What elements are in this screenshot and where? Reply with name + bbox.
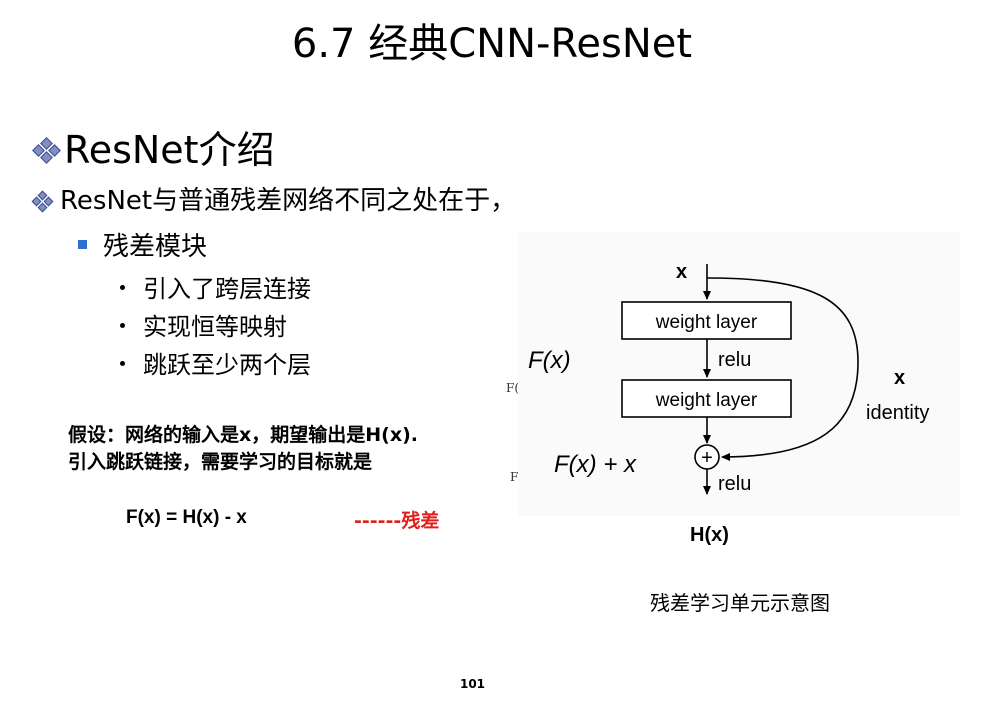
diamond-bullet-icon: [30, 136, 62, 164]
bullet-text: 引入了跨层连接: [143, 275, 311, 303]
bullet-item: 引入了跨层连接: [120, 273, 311, 305]
weight-layer-1-label: weight layer: [655, 312, 758, 333]
residual-block-diagram: x weight layer relu weight layer F(x) + …: [518, 232, 960, 516]
block-label-text: 残差模块: [103, 232, 208, 262]
stray-label: F(: [506, 381, 520, 395]
assumption-line-1: 假设：网络的输入是x，期望输出是H(x).: [68, 424, 418, 446]
stray-label: F: [510, 470, 519, 484]
subheading: ResNet与普通残差网络不同之处在于，: [30, 184, 516, 218]
heading-text: ResNet介绍: [64, 128, 275, 172]
fx-plus-x-label: F(x) + x: [554, 451, 637, 478]
relu-out-label: relu: [718, 473, 751, 495]
fx-label: F(x): [528, 347, 571, 374]
heading-resnet-intro: ResNet介绍: [30, 126, 275, 174]
bullet-text: 跳跃至少两个层: [143, 351, 311, 379]
assumption-line-2: 引入跳跃链接，需要学习的目标就是: [68, 451, 373, 473]
slide-title: 6.7 经典CNN-ResNet: [291, 21, 693, 67]
weight-layer-2-label: weight layer: [655, 390, 758, 411]
bullet-item: 实现恒等映射: [120, 311, 287, 343]
subheading-text: ResNet与普通残差网络不同之处在于，: [60, 186, 517, 216]
dot-bullet-icon: [120, 322, 125, 328]
bullet-item: 跳跃至少两个层: [120, 349, 311, 381]
diamond-bullet-icon: [30, 190, 54, 212]
relu-mid-label: relu: [718, 349, 751, 371]
bullet-text: 实现恒等映射: [143, 313, 287, 341]
skip-x-label: x: [894, 367, 905, 389]
block-label: 残差模块: [78, 230, 207, 264]
identity-label: identity: [866, 402, 929, 424]
page-number: 101: [459, 677, 486, 691]
dot-bullet-icon: [120, 360, 125, 366]
residual-formula: F(x) = H(x) - x: [126, 507, 247, 528]
output-hx-label: H(x): [690, 524, 729, 546]
square-bullet-icon: [78, 240, 87, 249]
skip-connection-arrow: [706, 277, 859, 461]
plus-sign: +: [701, 447, 713, 469]
diagram-caption: 残差学习单元示意图: [650, 591, 830, 615]
dot-bullet-icon: [120, 284, 125, 290]
weight-layer-2-box: [621, 379, 792, 418]
input-x-label: x: [676, 261, 687, 283]
residual-note: ------残差: [354, 510, 440, 532]
